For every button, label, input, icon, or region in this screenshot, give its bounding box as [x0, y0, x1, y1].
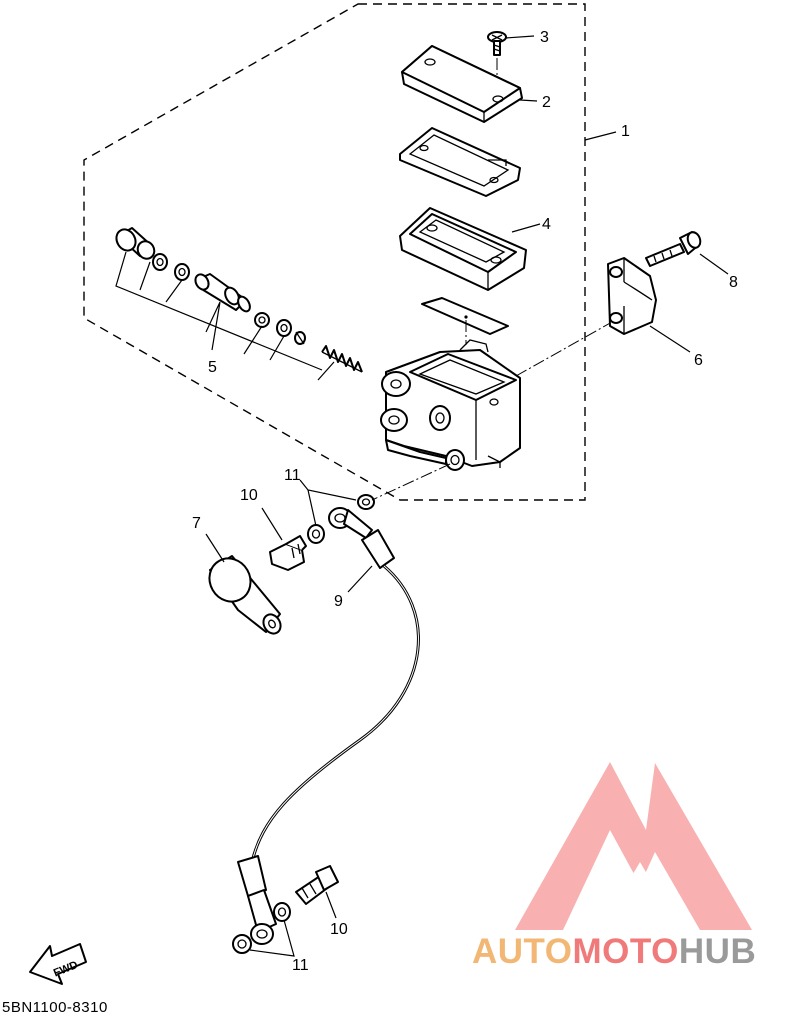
chain-body-6 — [515, 321, 613, 377]
callout-9: 9 — [334, 593, 343, 610]
watermark-auto: AUTO — [472, 932, 573, 971]
part-10-upper-union-bolt — [269, 535, 307, 571]
watermark-brand-text: AUTOMOTOHUB — [472, 932, 756, 972]
callout-11-lower: 11 — [292, 957, 309, 974]
leader-4 — [511, 223, 541, 233]
part-7-cover — [208, 555, 282, 635]
leader-10-upper — [261, 507, 283, 541]
part-2-reservoir-cap — [401, 45, 523, 123]
callout-1: 1 — [621, 123, 630, 140]
fwd-arrow-icon — [29, 943, 87, 985]
callout-11-upper: 11 — [284, 467, 301, 484]
watermark-hub: HUB — [678, 932, 757, 971]
callout-6: 6 — [694, 352, 703, 369]
leader-3 — [504, 35, 535, 39]
part-1-master-cylinder-body — [380, 339, 521, 471]
part-8-clamp-bolt — [645, 231, 702, 267]
callout-4: 4 — [542, 216, 551, 233]
leader-9 — [347, 565, 373, 593]
watermark-moto: MOTO — [572, 932, 679, 971]
part-6-handlebar-clamp — [607, 257, 657, 335]
part-3-screw — [487, 31, 507, 56]
callout-3: 3 — [540, 29, 549, 46]
part-diaphragm-plate — [399, 127, 521, 197]
part-float-plate — [421, 297, 509, 335]
leader-8 — [699, 253, 729, 275]
callout-2: 2 — [542, 94, 551, 111]
callout-10-upper: 10 — [240, 487, 258, 504]
catalog-code: 5BN1100-8310 — [2, 999, 108, 1016]
callout-7: 7 — [192, 515, 201, 532]
part-10-lower-union-bolt — [295, 865, 339, 905]
part-4-diaphragm — [399, 207, 527, 291]
leader-2 — [519, 99, 538, 102]
part-9-brake-hose — [237, 507, 420, 945]
part-5-piston-kit — [115, 227, 363, 373]
leader-11-upper — [299, 479, 357, 527]
watermark-logo-icon — [515, 762, 752, 930]
leader-10-lower — [325, 891, 337, 919]
chain-body-washer — [371, 463, 451, 501]
callout-8: 8 — [729, 274, 738, 291]
assembly-boundary-dashed — [83, 3, 586, 501]
leader-6 — [649, 325, 691, 353]
leader-11-lower — [249, 919, 295, 957]
callout-10-lower: 10 — [330, 921, 348, 938]
leader-5 — [115, 251, 335, 381]
part-11-lower-washers — [232, 902, 291, 954]
callout-5: 5 — [208, 359, 217, 376]
leader-7 — [205, 533, 225, 563]
leader-1 — [584, 131, 617, 141]
